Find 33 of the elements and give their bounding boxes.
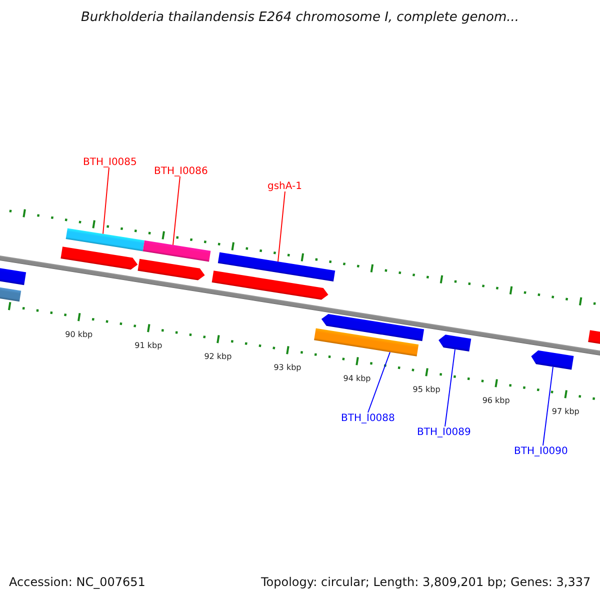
tick-label: 93 kbp [274, 362, 302, 372]
tick-label: 94 kbp [343, 374, 371, 383]
gene-block [0, 285, 22, 302]
gene-label: BTH_I0090 [514, 446, 568, 456]
title: Burkholderia thailandensis E264 chromosome I, complete genom... [80, 10, 520, 25]
gene-block [142, 240, 211, 262]
leader-line [102, 167, 110, 234]
leader-line [444, 348, 456, 427]
gene-block [218, 252, 336, 282]
gene-feature [321, 314, 424, 342]
footer-text: Topology: circular; Length: 3,809,201 bp; Genes: 3,337 [261, 575, 591, 589]
leader-line [368, 352, 390, 413]
leader-line [542, 366, 554, 446]
gene-feature [531, 350, 574, 370]
tick-label: 91 kbp [134, 340, 162, 350]
gene-block [314, 328, 419, 356]
gene-feature [138, 258, 205, 280]
tick-label: 95 kbp [412, 384, 440, 394]
gene-label: BTH_I0085 [83, 156, 137, 168]
gene-label: BTH_I0089 [417, 426, 471, 438]
tick-label: 96 kbp [482, 396, 510, 405]
tick-label: 90 kbp [65, 330, 93, 339]
gene-feature [212, 270, 328, 300]
tick-label: 97 kbp [552, 406, 580, 416]
gene-label: BTH_I0088 [341, 412, 395, 424]
gene-label: gshA-1 [268, 180, 302, 192]
footer-text: Accession: NC_007651 [9, 575, 146, 589]
tick-label: 92 kbp [204, 352, 232, 361]
gene-feature [0, 267, 26, 286]
leader-line [278, 191, 286, 262]
gene-feature [438, 334, 472, 352]
gene-feature [60, 246, 138, 270]
gene-label: BTH_I0086 [154, 166, 208, 176]
